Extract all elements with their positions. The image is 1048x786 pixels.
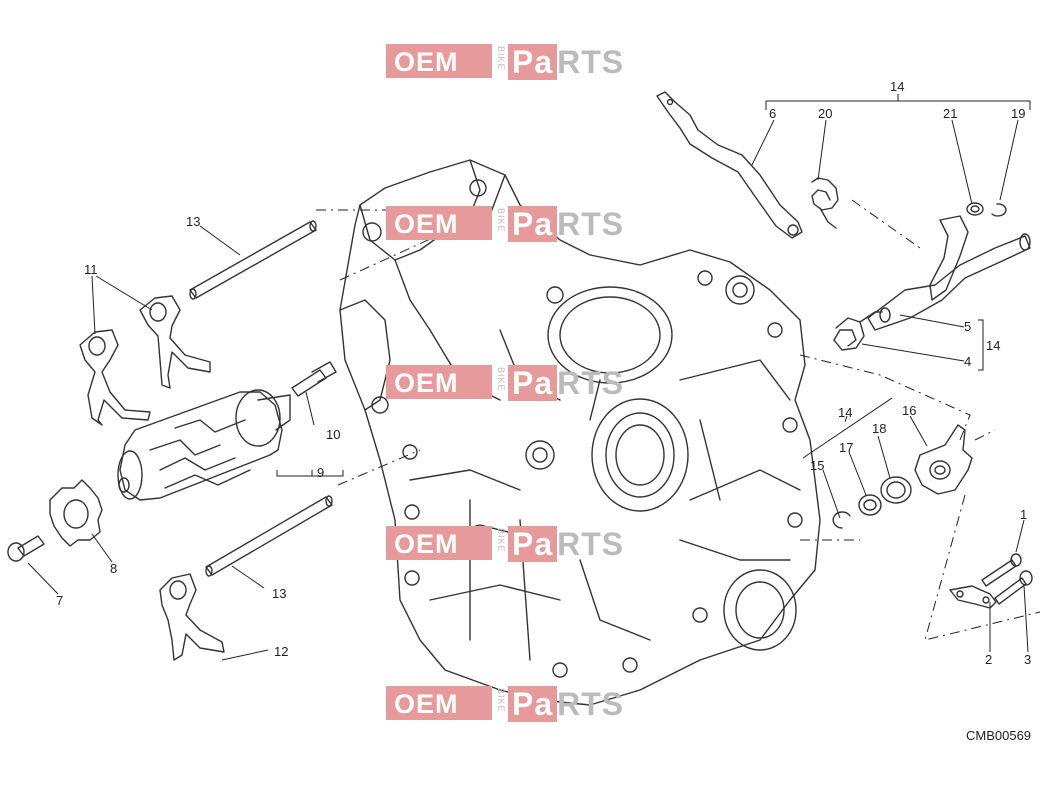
circlip-19 xyxy=(991,203,1007,217)
shift-lever-6 xyxy=(656,91,803,239)
watermark-bike: BIKE xyxy=(496,46,506,71)
callout-7: 7 xyxy=(56,593,64,608)
callout-14-right: 14 xyxy=(986,338,1001,353)
shift-fork-11b xyxy=(139,295,211,389)
callout-2: 2 xyxy=(985,652,993,667)
callout-14-mid: 14 xyxy=(838,405,853,420)
screw-1 xyxy=(981,553,1022,587)
leader-lines xyxy=(27,94,1041,661)
watermark-oem: OEM xyxy=(394,47,459,77)
washer-21 xyxy=(966,202,984,216)
selector-drum xyxy=(117,389,291,501)
callout-3: 3 xyxy=(1024,652,1032,667)
callout-4: 4 xyxy=(964,354,972,369)
callout-16: 16 xyxy=(902,403,917,418)
callout-20: 20 xyxy=(818,106,833,121)
shift-fork-12 xyxy=(159,573,225,661)
callout-13-bottom: 13 xyxy=(272,586,287,601)
callout-5: 5 xyxy=(964,319,972,334)
circlip-15 xyxy=(832,511,851,529)
callout-14-top: 14 xyxy=(890,79,905,94)
callout-9: 9 xyxy=(317,465,325,480)
callout-1: 1 xyxy=(1020,507,1028,522)
callout-10: 10 xyxy=(326,427,341,442)
callout-6: 6 xyxy=(769,106,777,121)
oil-seal-18 xyxy=(880,476,912,504)
shift-fork-11a xyxy=(79,329,151,426)
shift-fork-rod-lower xyxy=(205,495,333,577)
callout-15: 15 xyxy=(810,458,825,473)
washer-17 xyxy=(858,494,882,516)
callout-19: 19 xyxy=(1011,106,1026,121)
selector-shaft-5 xyxy=(867,215,1031,331)
callout-13-top: 13 xyxy=(186,214,201,229)
callout-21: 21 xyxy=(943,106,958,121)
watermark-oem: OEM xyxy=(394,689,459,719)
detent-bolt-10 xyxy=(291,361,337,397)
watermark-bike: BIKE xyxy=(496,208,506,233)
watermark-bike: BIKE xyxy=(496,688,506,713)
callout-18: 18 xyxy=(872,421,887,436)
spring-20 xyxy=(811,177,839,229)
watermark-oem: OEM xyxy=(394,209,459,239)
crankcase-half xyxy=(339,159,821,706)
plate-16 xyxy=(914,424,973,495)
star-wheel-8 xyxy=(49,479,103,547)
diagram-code: CMB00569 xyxy=(966,728,1032,743)
shift-fork-rod-upper xyxy=(189,220,317,300)
callout-12: 12 xyxy=(274,644,289,659)
callout-8: 8 xyxy=(110,561,118,576)
spring-4 xyxy=(833,311,883,351)
callout-17: 17 xyxy=(839,440,854,455)
watermark-bike: BIKE xyxy=(496,367,506,392)
bracket-2 xyxy=(949,585,997,609)
screw-7 xyxy=(7,535,45,562)
screw-3 xyxy=(994,570,1033,605)
watermark-oem: OEM xyxy=(394,529,459,559)
callout-11: 11 xyxy=(84,262,98,277)
watermark-bike: BIKE xyxy=(496,528,506,553)
watermark-oem: OEM xyxy=(394,368,459,398)
